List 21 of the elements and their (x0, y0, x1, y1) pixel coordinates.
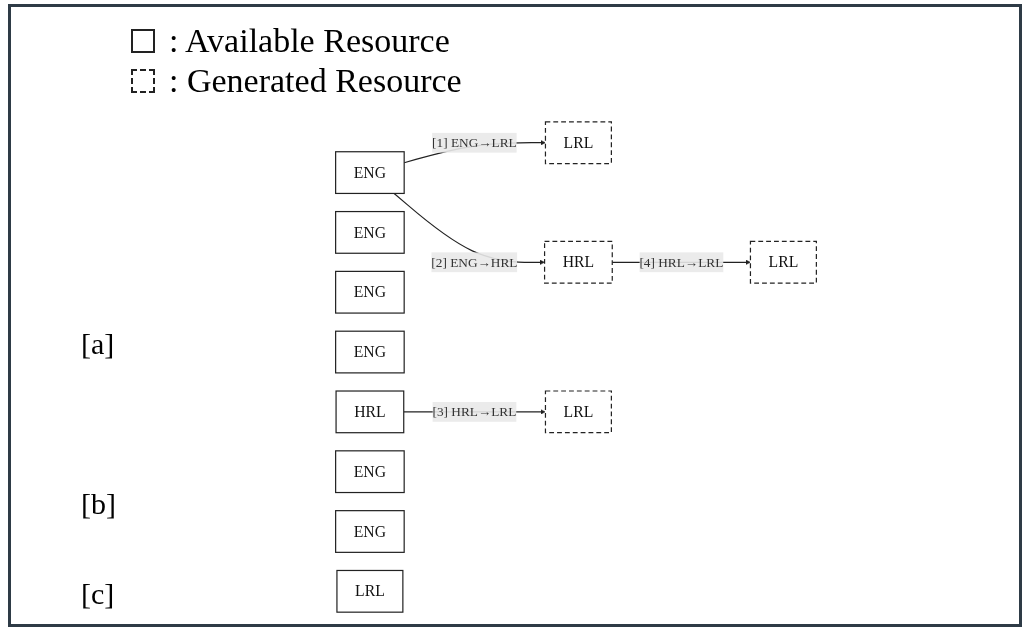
edge-label: [3] HRL→LRL (432, 404, 517, 420)
row-label: [b] (81, 487, 116, 521)
row-label: [c] (81, 577, 115, 611)
node-box: LRL (336, 569, 404, 613)
edge-label: [1] ENG→LRL (432, 135, 517, 151)
node-box: ENG (335, 210, 405, 254)
row-label: [a] (81, 327, 115, 361)
node-box: ENG (335, 330, 405, 374)
edge-label: [2] ENG→HRL (431, 254, 518, 270)
node-box: HRL (543, 240, 613, 284)
node-box: LRL (544, 121, 612, 165)
node-box: ENG (335, 510, 405, 553)
edge-label: [4] HRL→LRL (639, 254, 724, 270)
node-box: ENG (335, 151, 405, 195)
legend-text: : Available Resource (169, 22, 450, 60)
legend-text: : Generated Resource (169, 62, 462, 100)
node-box: ENG (335, 450, 405, 494)
node-box: LRL (544, 390, 612, 434)
node-box: LRL (749, 240, 817, 284)
node-box: ENG (335, 270, 405, 314)
node-box: HRL (335, 390, 405, 434)
